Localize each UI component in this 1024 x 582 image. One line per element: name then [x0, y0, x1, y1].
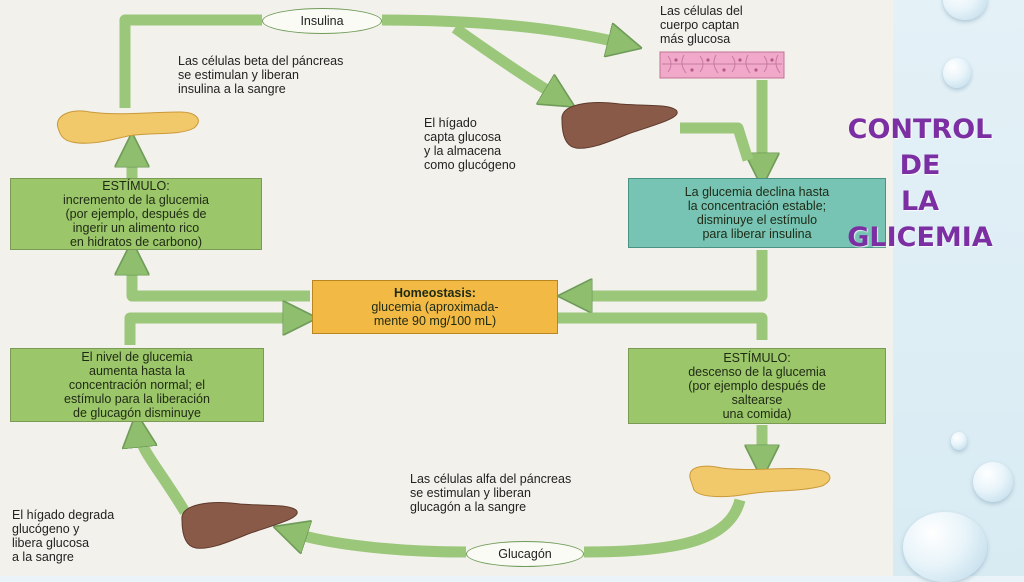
water-drop-icon	[903, 512, 987, 582]
arrow-liver-to-rises	[138, 430, 190, 515]
water-drop-icon	[943, 58, 971, 88]
insulina-label: Insulina	[262, 8, 382, 34]
arrow-pancreas-to-glucagon	[583, 498, 746, 558]
slide-title: CONTROL DE LA GLICEMIA	[822, 112, 1018, 256]
homeostasis-body: glucemia (aproximada- mente 90 mg/100 mL…	[371, 300, 499, 328]
glucose-declines-box: La glucemia declina hasta la concentraci…	[628, 178, 886, 248]
glucose-rises-box: El nivel de glucemia aumenta hasta la co…	[10, 348, 264, 422]
title-line-1: CONTROL	[847, 114, 993, 145]
stimulus-high-box: ESTÍMULO: incremento de la glucemia (por…	[10, 178, 262, 250]
water-drop-icon	[943, 0, 987, 20]
arrow-insulina-to-liver	[451, 23, 560, 98]
stimulus-low-box: ESTÍMULO: descenso de la glucemia (por e…	[628, 348, 886, 424]
arrow-liver-to-decline	[680, 122, 754, 162]
arrow-glucagon-to-liver	[290, 532, 467, 558]
cycle-arrows	[56, 14, 831, 558]
homeostasis-box: Homeostasis: glucemia (aproximada- mente…	[312, 280, 558, 334]
cells-capture-text: Las células del cuerpo captan más glucos…	[660, 4, 743, 46]
arrow-pancreas-to-insulina	[119, 14, 262, 108]
decorative-panel	[893, 0, 1024, 582]
pancreas-icon-top	[56, 110, 199, 144]
arrow-homeostasis-to-stimulus	[132, 258, 310, 302]
liver-icon-bottom	[181, 502, 298, 549]
arrow-rises-to-homeostasis	[124, 318, 300, 345]
beta-cells-text: Las células beta del páncreas se estimul…	[178, 54, 344, 96]
pancreas-icon-bottom	[689, 465, 831, 498]
liver-releases-text: El hígado degrada glucógeno y libera glu…	[12, 508, 115, 564]
body-cells-image	[659, 51, 785, 79]
title-line-4: GLICEMIA	[847, 222, 993, 253]
arrow-decline-to-homeostasis	[575, 250, 768, 296]
water-drop-icon	[951, 432, 967, 450]
water-drop-icon	[973, 462, 1013, 502]
arrow-insulina-to-cells	[381, 14, 625, 44]
alpha-cells-text: Las células alfa del páncreas se estimul…	[410, 472, 572, 514]
arrow-homeostasis-to-stimulus-low	[535, 312, 768, 340]
glucagon-label: Glucagón	[466, 541, 584, 567]
title-line-2: DE	[899, 150, 941, 181]
homeostasis-title: Homeostasis:	[394, 286, 476, 300]
liver-stores-text: El hígado capta glucosa y la almacena co…	[424, 116, 516, 172]
title-line-3: LA	[900, 186, 940, 217]
liver-icon-top	[561, 102, 678, 149]
textbook-figure: Insulina Glucagón Las células del cuerpo…	[0, 0, 893, 576]
